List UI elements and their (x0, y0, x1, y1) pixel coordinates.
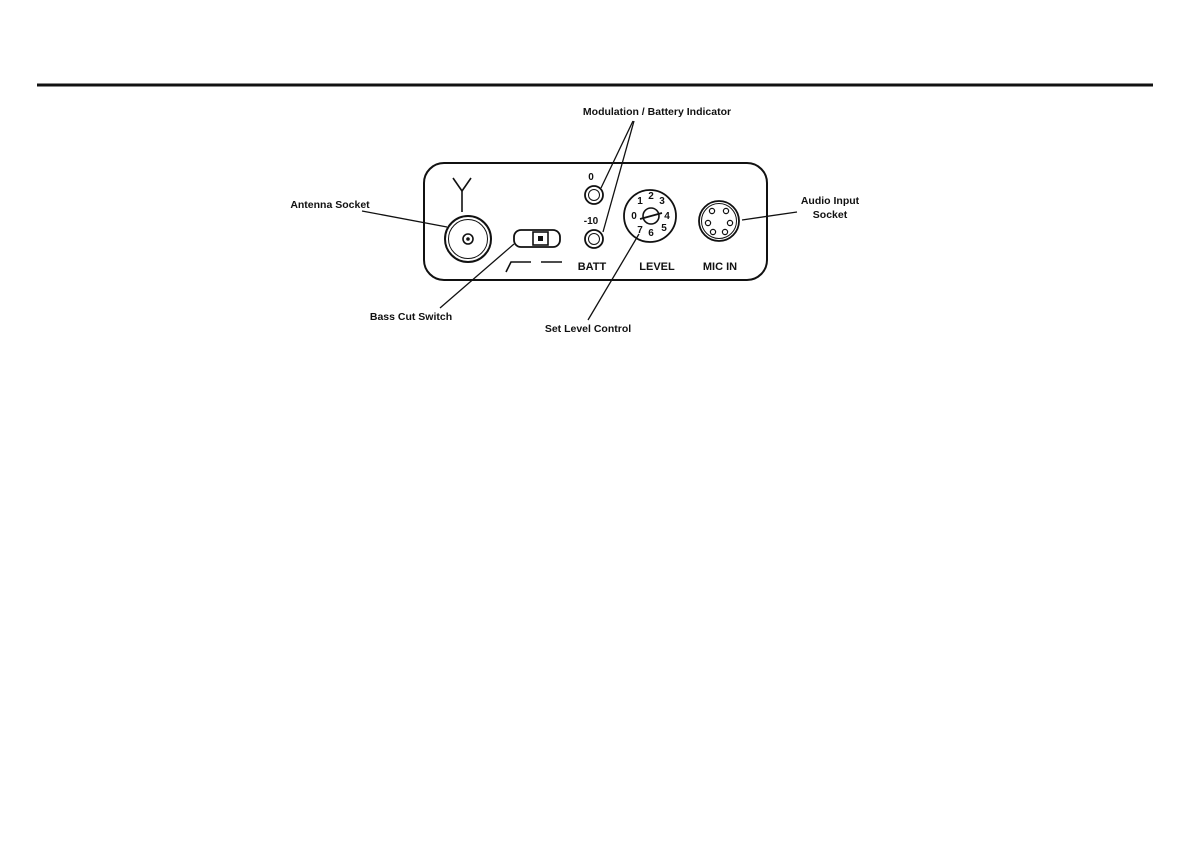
antenna-socket (445, 216, 491, 262)
indicator-led-top (585, 186, 603, 204)
bass-cut-switch[interactable] (514, 230, 560, 247)
dial-number-3: 3 (659, 196, 665, 207)
callout-antenna-socket: Antenna Socket (290, 199, 370, 211)
level-label: LEVEL (639, 261, 675, 273)
indicator-top-label: 0 (588, 172, 594, 183)
indicator-bottom-label: -10 (584, 216, 599, 227)
callout-audio-input-2: Socket (813, 209, 848, 221)
dial-number-6: 6 (648, 228, 654, 239)
batt-label: BATT (578, 261, 607, 273)
leader-modulation (601, 121, 634, 232)
antenna-icon (453, 178, 471, 212)
mic-in-label: MIC IN (703, 261, 737, 273)
callout-modulation-battery: Modulation / Battery Indicator (583, 106, 731, 118)
mic-in-socket (699, 201, 739, 241)
dial-number-1: 1 (637, 196, 643, 207)
callout-bass-cut: Bass Cut Switch (370, 311, 452, 323)
indicator-led-bottom (585, 230, 603, 248)
leader-antenna (362, 211, 447, 227)
dial-number-0: 0 (631, 211, 637, 222)
leader-set-level (588, 234, 639, 320)
dial-number-4: 4 (664, 211, 670, 222)
switch-position-marks (506, 262, 562, 272)
callout-set-level: Set Level Control (545, 323, 631, 335)
dial-number-2: 2 (648, 191, 654, 202)
dial-number-5: 5 (661, 223, 667, 234)
callout-audio-input-1: Audio Input (801, 195, 860, 207)
leader-audio-input (742, 212, 797, 220)
